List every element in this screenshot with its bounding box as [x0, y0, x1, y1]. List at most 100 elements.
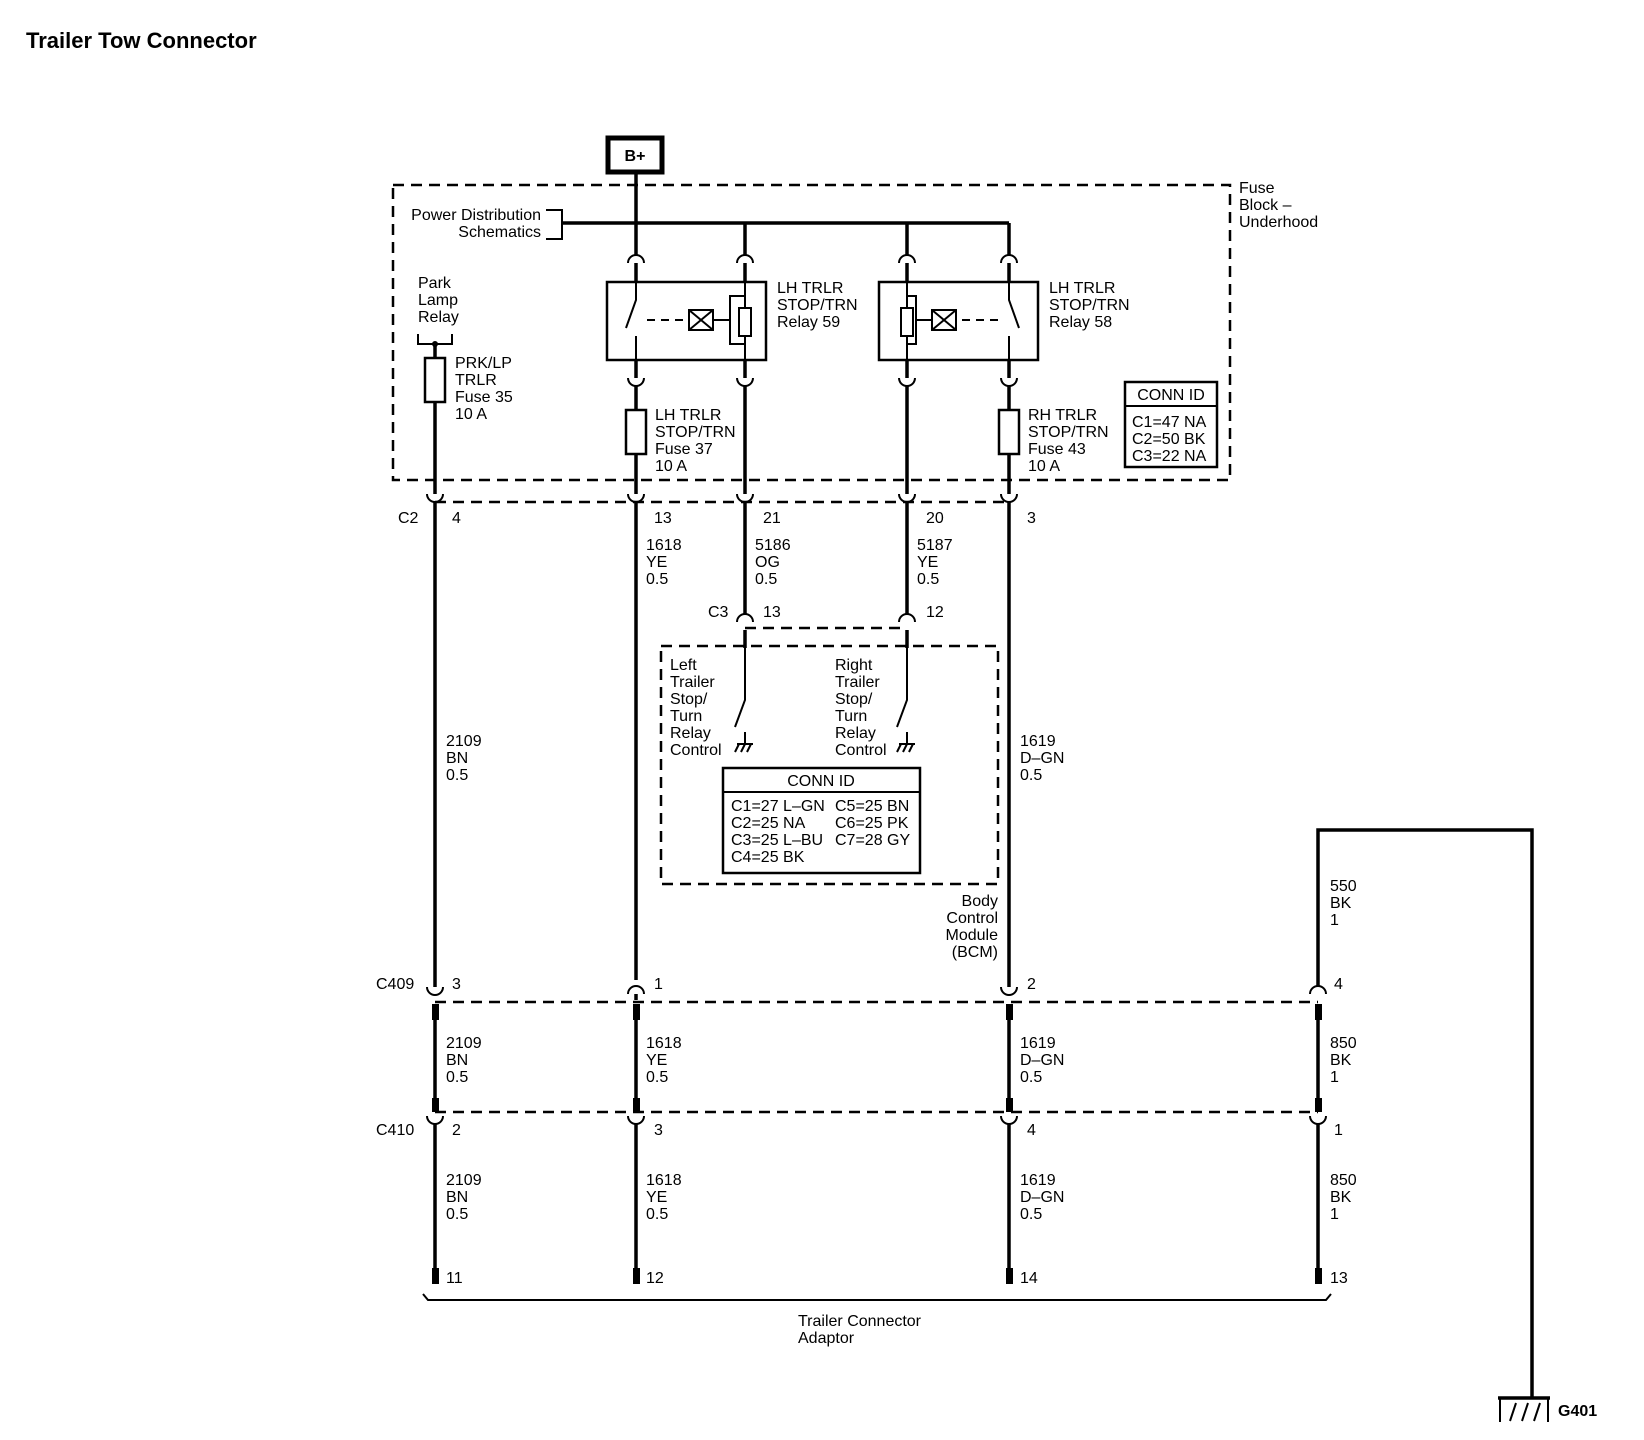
svg-text:LH TRLR: LH TRLR: [655, 407, 721, 424]
svg-text:1618: 1618: [646, 537, 682, 554]
svg-text:Schematics: Schematics: [458, 224, 541, 241]
ground-label: G401: [1558, 1403, 1597, 1420]
wires-to-adaptor: [433, 1124, 1320, 1270]
svg-text:CONN ID: CONN ID: [787, 773, 855, 790]
ground-g401-icon: G401: [1498, 1396, 1597, 1422]
upper-wire-labels: 1618 YE 0.5 5186 OG 0.5 5187 YE 0.5: [646, 537, 953, 588]
svg-text:RH TRLR: RH TRLR: [1028, 407, 1097, 424]
svg-text:2109: 2109: [446, 733, 482, 750]
svg-text:2: 2: [452, 1122, 461, 1139]
svg-text:10 A: 10 A: [655, 458, 687, 475]
svg-text:Park: Park: [418, 275, 452, 292]
svg-text:C3=22 NA: C3=22 NA: [1132, 448, 1207, 465]
svg-text:12: 12: [646, 1270, 664, 1287]
svg-text:Trailer: Trailer: [835, 674, 880, 691]
svg-text:C3=25 L–BU: C3=25 L–BU: [731, 832, 823, 849]
bcm-label: Body Control Module (BCM): [946, 893, 999, 961]
svg-text:13: 13: [763, 604, 781, 621]
svg-text:Relay 58: Relay 58: [1049, 314, 1112, 331]
left-trailer-relay-control-switch: Left Trailer Stop/ Turn Relay Control: [670, 648, 753, 759]
svg-text:TRLR: TRLR: [455, 372, 497, 389]
svg-text:0.5: 0.5: [755, 571, 777, 588]
svg-text:BN: BN: [446, 1189, 468, 1206]
svg-text:0.5: 0.5: [1020, 1206, 1042, 1223]
svg-text:2109: 2109: [446, 1035, 482, 1052]
svg-text:BK: BK: [1330, 895, 1352, 912]
svg-text:C7=28 GY: C7=28 GY: [835, 832, 910, 849]
svg-text:D–GN: D–GN: [1020, 1189, 1064, 1206]
fuse-43: RH TRLR STOP/TRN Fuse 43 10 A: [997, 407, 1109, 475]
svg-text:OG: OG: [755, 554, 780, 571]
diagram-title: Trailer Tow Connector: [26, 28, 257, 53]
svg-text:1: 1: [654, 976, 663, 993]
svg-text:YE: YE: [646, 1052, 667, 1069]
svg-text:5186: 5186: [755, 537, 791, 554]
svg-text:20: 20: [926, 510, 944, 527]
svg-text:4: 4: [1334, 976, 1343, 993]
svg-text:Left: Left: [670, 657, 697, 674]
svg-text:2: 2: [1027, 976, 1036, 993]
svg-text:4: 4: [452, 510, 461, 527]
svg-text:BK: BK: [1330, 1052, 1352, 1069]
connector-c409: C409 3 1 2 4: [376, 976, 1343, 1020]
svg-text:0.5: 0.5: [446, 1069, 468, 1086]
connector-c410: C410 2 3 4 1: [376, 1098, 1343, 1139]
svg-text:850: 850: [1330, 1172, 1357, 1189]
svg-text:(BCM): (BCM): [952, 944, 998, 961]
fuse-37: LH TRLR STOP/TRN Fuse 37 10 A: [624, 407, 736, 475]
bcm-conn-id: CONN ID C1=27 L–GN C2=25 NA C3=25 L–BU C…: [721, 766, 922, 875]
svg-text:Underhood: Underhood: [1239, 214, 1318, 231]
svg-text:11: 11: [446, 1270, 463, 1287]
svg-text:1: 1: [1330, 1206, 1339, 1223]
svg-text:C409: C409: [376, 976, 414, 993]
fuse-block-conn-id: CONN ID C1=47 NA C2=50 BK C3=22 NA: [1123, 380, 1219, 469]
svg-text:2109: 2109: [446, 1172, 482, 1189]
svg-text:0.5: 0.5: [917, 571, 939, 588]
svg-text:Stop/: Stop/: [670, 691, 708, 708]
bcm-boundary: [659, 644, 1000, 886]
svg-text:4: 4: [1027, 1122, 1036, 1139]
bplus-label: B+: [625, 148, 646, 165]
svg-text:C3: C3: [708, 604, 729, 621]
svg-text:0.5: 0.5: [1020, 1069, 1042, 1086]
svg-text:STOP/TRN: STOP/TRN: [1049, 297, 1130, 314]
svg-text:C5=25 BN: C5=25 BN: [835, 798, 909, 815]
svg-text:Power Distribution: Power Distribution: [411, 207, 541, 224]
svg-text:Control: Control: [946, 910, 998, 927]
svg-text:Body: Body: [962, 893, 998, 910]
svg-text:850: 850: [1330, 1035, 1357, 1052]
svg-text:Relay 59: Relay 59: [777, 314, 840, 331]
svg-text:1618: 1618: [646, 1172, 682, 1189]
connector-c3: C3 13 12: [708, 604, 944, 648]
svg-text:0.5: 0.5: [646, 571, 668, 588]
svg-text:Trailer: Trailer: [670, 674, 715, 691]
svg-text:1619: 1619: [1020, 1172, 1056, 1189]
svg-text:BN: BN: [446, 1052, 468, 1069]
svg-text:14: 14: [1020, 1270, 1038, 1287]
svg-text:BK: BK: [1330, 1189, 1352, 1206]
svg-text:C2=25 NA: C2=25 NA: [731, 815, 806, 832]
svg-text:YE: YE: [646, 554, 667, 571]
svg-text:Relay: Relay: [670, 725, 711, 742]
svg-text:3: 3: [452, 976, 461, 993]
wire-labels-c409-c410: 2109 BN 0.5 1618 YE 0.5 1619 D–GN 0.5 85…: [446, 1035, 1357, 1086]
svg-text:10 A: 10 A: [455, 406, 487, 423]
svg-text:Block –: Block –: [1239, 197, 1292, 214]
fuse-block-boundary: [391, 183, 1232, 482]
svg-text:1: 1: [1330, 912, 1339, 929]
svg-text:STOP/TRN: STOP/TRN: [655, 424, 736, 441]
svg-text:Trailer Connector: Trailer Connector: [798, 1313, 922, 1330]
relay-58: LH TRLR STOP/TRN Relay 58: [877, 254, 1130, 362]
svg-text:Stop/: Stop/: [835, 691, 873, 708]
wires-c409-c410: [433, 1020, 1320, 1100]
svg-text:1: 1: [1330, 1069, 1339, 1086]
right-trailer-relay-control-switch: Right Trailer Stop/ Turn Relay Control: [835, 648, 915, 759]
svg-text:0.5: 0.5: [446, 767, 468, 784]
connector-c2: C2 4 13 21 20 3: [398, 493, 1036, 527]
svg-text:Right: Right: [835, 657, 873, 674]
svg-text:3: 3: [1027, 510, 1036, 527]
svg-text:STOP/TRN: STOP/TRN: [1028, 424, 1109, 441]
battery-positive-source: B+: [605, 135, 665, 175]
svg-text:Control: Control: [835, 742, 887, 759]
